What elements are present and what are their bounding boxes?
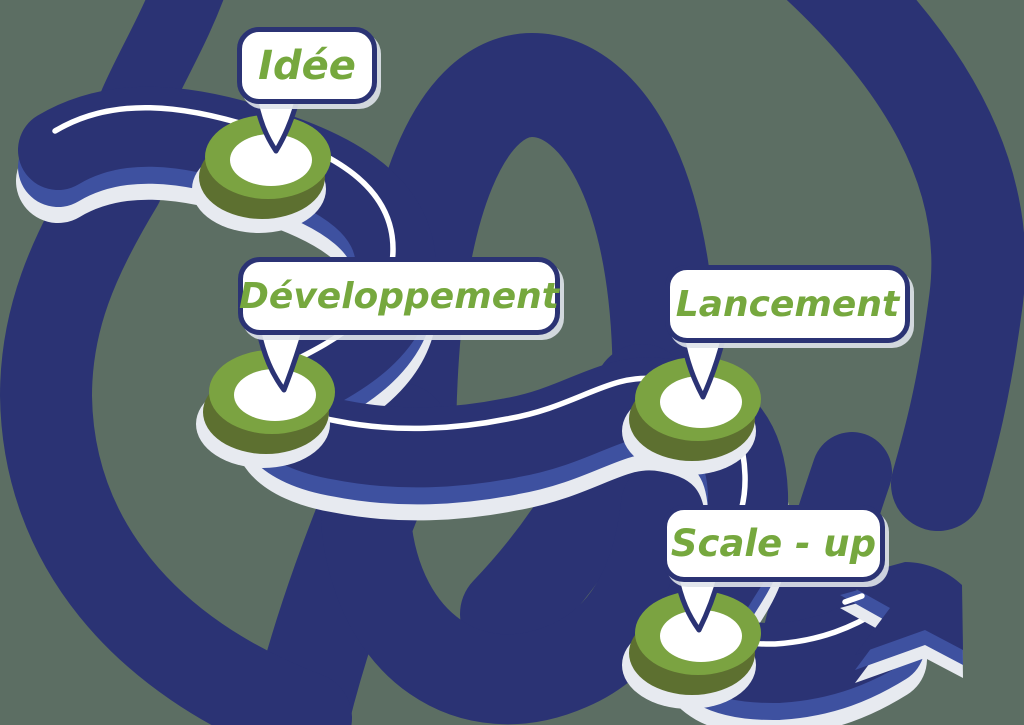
marker-lancement [622,357,761,475]
stage-label-scaleup: Scale - up [670,522,877,565]
marker-idee [192,115,331,233]
marker-hole [660,610,742,662]
bubble-tail-developpement [255,325,308,393]
marker-hole [230,134,312,186]
bubble-tail-lancement [679,333,727,400]
arrow-dash [842,593,865,605]
logo-bottomleft-arc [0,136,352,725]
road-arrow [840,562,963,683]
stage-label-idee: Idée [258,42,356,89]
arrow-head [840,562,963,655]
marker-scaleup [622,591,761,709]
stage-label-developpement: Développement [239,275,559,317]
marker-hole [234,369,316,421]
stage-bubble-scaleup: Scale - up [662,505,885,582]
logo-bottom-curve [321,460,711,725]
stage-bubble-idee: Idée [237,27,377,104]
bubble-tail-idee [251,89,302,154]
logo-right-arc [786,0,1024,531]
bubble-tail-scaleup [673,571,723,633]
marker-developpement [196,350,335,468]
marker-hole [660,376,742,428]
stage-label-lancement: Lancement [675,283,900,325]
stage-bubble-developpement: Développement [238,257,560,335]
stage-bubble-lancement: Lancement [665,265,910,343]
